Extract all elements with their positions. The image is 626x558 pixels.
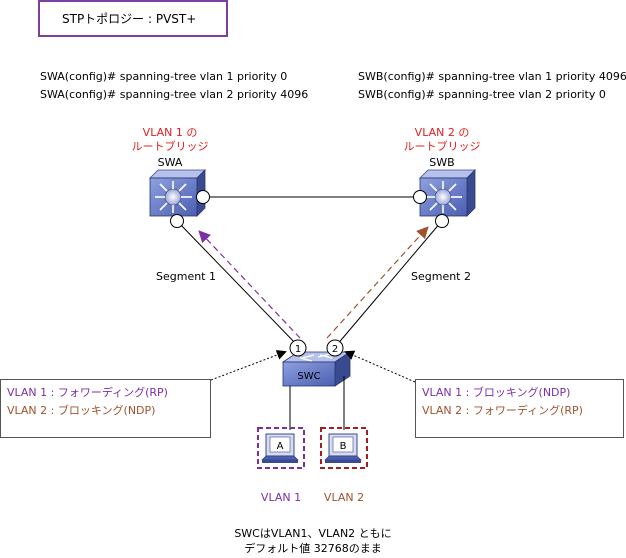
swb-root-label-line2: ルートブリッジ [403,140,481,153]
swa-command-line: SWA(config)# spanning-tree vlan 1 priori… [40,70,288,83]
swa-switch-icon [149,169,206,217]
swc-port1-number: 1 [295,344,301,355]
swa-name-label: SWA [157,156,183,169]
swa-root-label-line1: VLAN 1 の [142,126,198,139]
port2-vlan2-state: VLAN 2 : フォワーディング(RP) [422,404,583,417]
right-callout-arrow [344,350,416,383]
swc-port1 [289,339,307,357]
host-b-pc-icon [324,433,362,463]
note-line1: SWCはVLAN1、VLAN2 ともに [234,527,392,540]
swb-command-line: SWB(config)# spanning-tree vlan 1 priori… [358,70,626,83]
swb-config-commands: SWB(config)# spanning-tree vlan 1 priori… [358,68,626,104]
swc-port2-number: 2 [332,344,338,355]
host-a-vlan-label: VLAN 1 [260,491,302,504]
swc-name-text: SWC [297,371,320,382]
topology-title-box: STPトポロジー : PVST+ [38,0,228,37]
swb-port-left [413,190,427,204]
note-line2: デフォルト値 32768のまま [244,542,382,555]
swb-root-label-line1: VLAN 2 の [414,126,470,139]
swb-switch-icon [419,169,476,217]
vlan2-path-arrow [326,226,429,339]
swa-command-line: SWA(config)# spanning-tree vlan 2 priori… [40,88,309,101]
swa-root-label-line2: ルートブリッジ [131,140,209,153]
segment1-label: Segment 1 [156,270,216,283]
segment2-link [335,221,442,347]
host-a-vlan-box [257,427,305,469]
swc-priority-note: SWCはVLAN1、VLAN2 ともに デフォルト値 32768のまま [203,526,423,556]
port1-vlan1-state: VLAN 1 : フォワーディング(RP) [7,386,168,399]
swa-root-bridge-label: VLAN 1 の ルートブリッジ [120,126,220,154]
swb-command-line: SWB(config)# spanning-tree vlan 2 priori… [358,88,606,101]
swc-port1-state-box: VLAN 1 : フォワーディング(RP) VLAN 2 : ブロッキング(ND… [0,379,211,438]
segment1-link [177,221,299,347]
swb-name-label: SWB [429,156,455,169]
host-a-pc-icon [261,433,299,463]
swb-root-bridge-label: VLAN 2 の ルートブリッジ [392,126,492,154]
host-b-vlan-label: VLAN 2 [323,491,365,504]
swb-port-bottom [435,214,449,228]
swc-port2 [326,339,344,357]
swc-switch-icon [281,351,352,387]
host-b-vlan-box [320,427,368,469]
swa-port-bottom [170,214,184,228]
port1-vlan2-state: VLAN 2 : ブロッキング(NDP) [7,404,156,417]
swa-config-commands: SWA(config)# spanning-tree vlan 1 priori… [40,68,308,104]
swa-port-right [196,190,210,204]
left-callout-arrow [210,350,287,381]
topology-title: STPトポロジー : PVST+ [62,12,197,26]
port2-vlan1-state: VLAN 1 : ブロッキング(NDP) [422,386,571,399]
swc-port2-state-box: VLAN 1 : ブロッキング(NDP) VLAN 2 : フォワーディング(R… [415,379,624,438]
vlan1-path-arrow [198,230,301,339]
host-b-letter: B [340,441,347,452]
segment2-label: Segment 2 [411,270,471,283]
host-a-letter: A [277,441,284,452]
